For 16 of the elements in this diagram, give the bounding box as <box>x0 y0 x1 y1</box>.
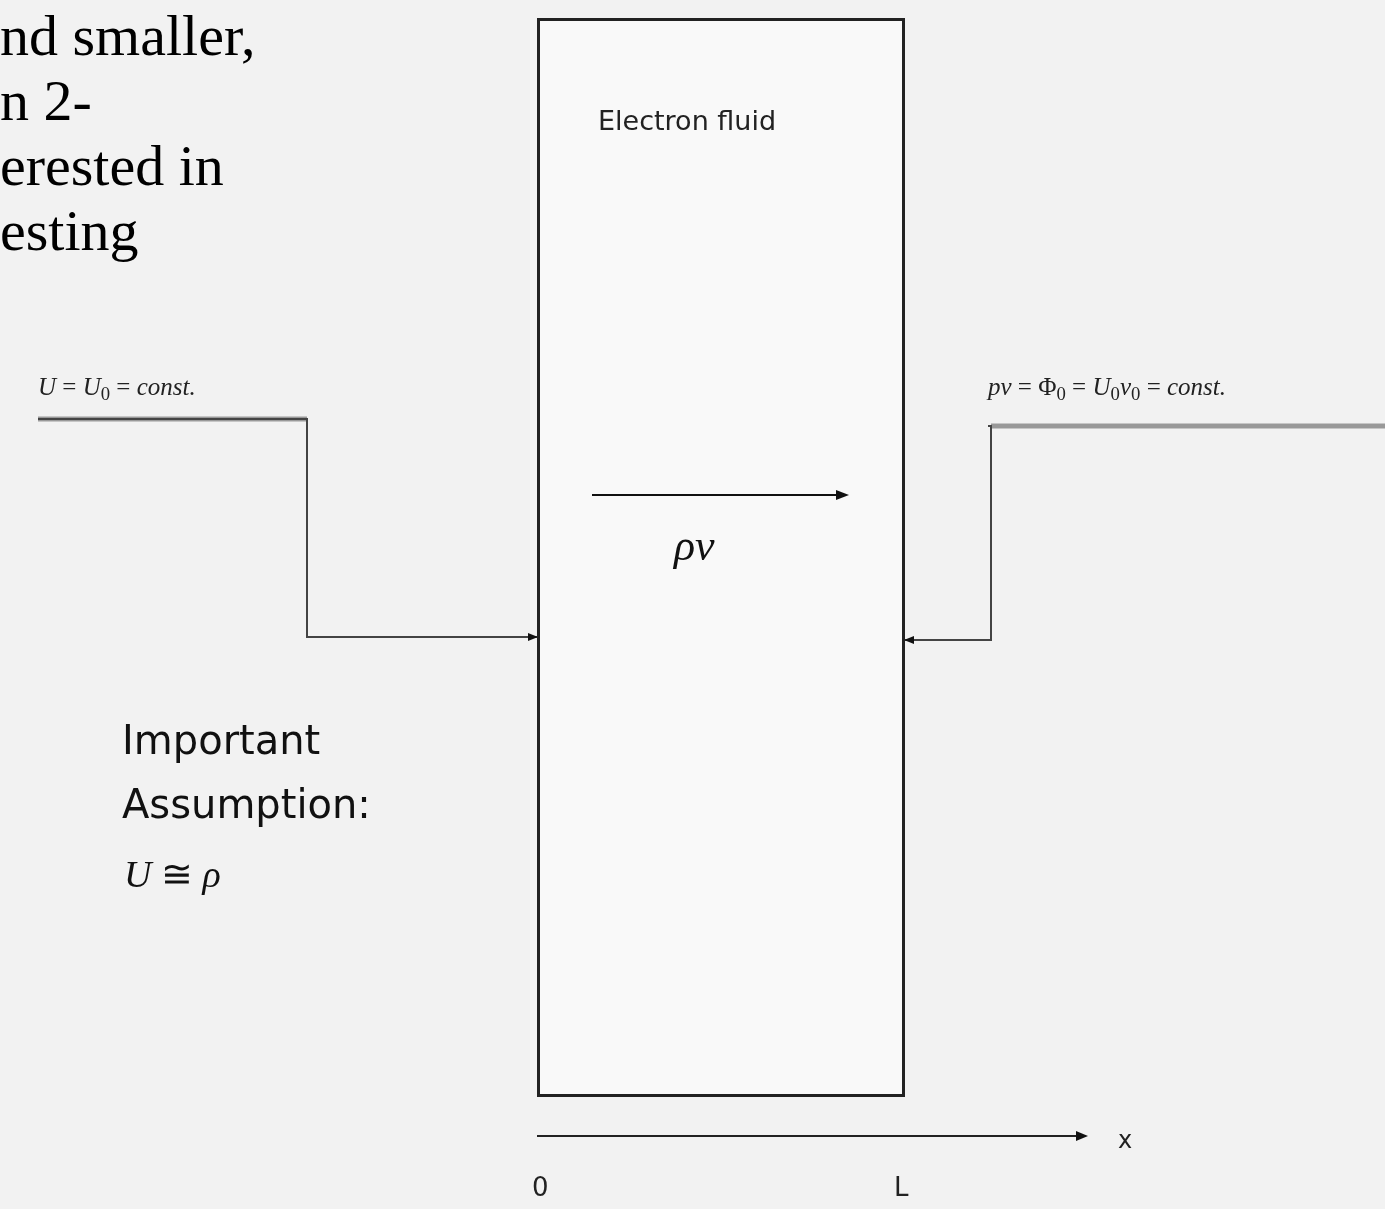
formula-text: U ≅ ρ <box>124 852 221 897</box>
boundary-condition-label: U = U$_{0}$ = const. <box>38 368 307 419</box>
tick-label: 0 <box>532 1171 549 1204</box>
paragraph-text: esting <box>0 197 139 265</box>
fluid-box <box>537 18 905 1097</box>
paragraph-text: nd smaller, <box>0 2 256 70</box>
arrow <box>904 425 992 644</box>
arrow <box>37 418 538 641</box>
box-title: Electron fluid <box>598 104 777 138</box>
axis-label: x <box>1118 1125 1133 1156</box>
paragraph-text: erested in <box>0 132 224 200</box>
paragraph-text: n 2- <box>0 67 92 135</box>
assumption-text: Important Assumption: <box>122 716 372 829</box>
boundary-condition-label: pv = Φ$_{0}$ = U$_{0}$v$_{0}$ = const. <box>988 368 1385 426</box>
tick-label: L <box>894 1171 909 1204</box>
flux-label: ρv <box>674 520 715 572</box>
